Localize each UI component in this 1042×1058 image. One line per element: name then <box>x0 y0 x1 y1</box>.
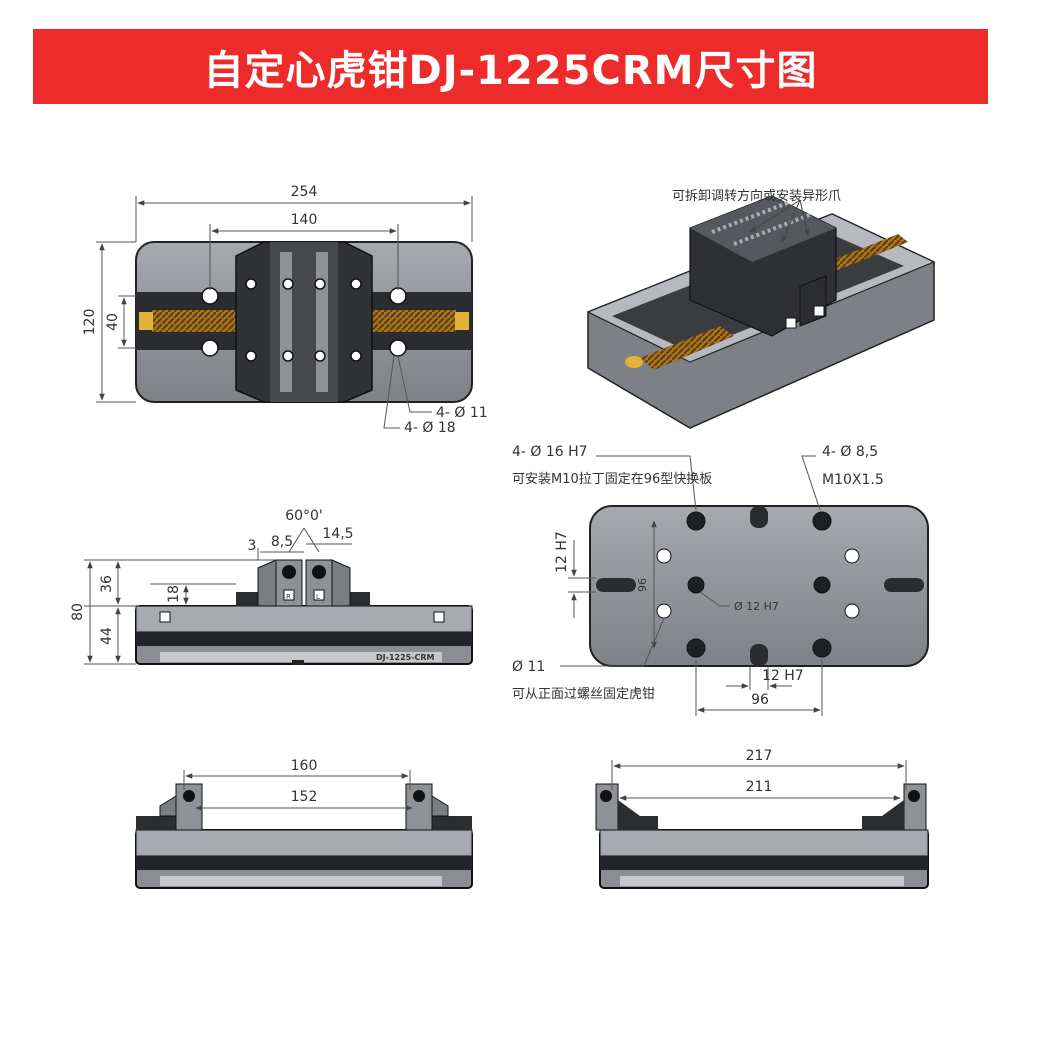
mount-hole <box>389 287 407 305</box>
dim-140: 140 <box>291 212 318 228</box>
jaw-screw <box>314 278 326 290</box>
side-model-plate: DJ-1225-CRM <box>376 653 435 662</box>
through-hole <box>844 603 860 619</box>
hole-18-label: 4- Ø 18 <box>404 420 456 436</box>
jaw-screw <box>314 350 326 362</box>
slot-height-label: 12 H7 <box>554 531 570 573</box>
hole-11-label: 4- Ø 11 <box>436 405 488 421</box>
iso-annotation: 可拆卸调转方向或安装异形爪 <box>672 188 841 204</box>
lead-screw-right <box>366 310 456 332</box>
center-hole <box>813 576 831 594</box>
through-hole <box>656 603 672 619</box>
dim-3: 3 <box>248 538 257 554</box>
jaw-mark-r: R <box>286 593 291 601</box>
page-title: 自定心虎钳DJ-1225CRM尺寸图 <box>203 47 818 94</box>
dim-8-5: 8,5 <box>271 534 293 550</box>
pin-hole <box>686 638 706 658</box>
iso-screw-end <box>625 356 643 368</box>
pin-hole <box>686 511 706 531</box>
jaw-screw <box>282 350 294 362</box>
isometric-view: 可拆卸调转方向或安装异形爪 <box>586 188 936 429</box>
jaw-screw <box>350 350 362 362</box>
mount-hole <box>201 287 219 305</box>
bottom-view: 4- Ø 16 H7 可安装M10拉丁固定在96型快换板 4- Ø 8,5 M1… <box>512 444 929 716</box>
center-hole <box>687 576 705 594</box>
screw-end-right <box>455 312 469 330</box>
center-hole-label: Ø 12 H7 <box>734 600 779 613</box>
pin-hole <box>812 638 832 658</box>
iso-screw-back <box>828 234 908 270</box>
dim-18: 18 <box>166 585 182 603</box>
iso-jaw-top <box>690 196 836 262</box>
thread-holes-label: 4- Ø 8,5 <box>822 444 878 460</box>
max-outer-label: 217 <box>746 748 773 764</box>
side-view: DJ-1225-CRM R L 80 36 44 18 60°0' 8,5 14… <box>70 508 473 665</box>
pin-holes-label: 4- Ø 16 H7 <box>512 444 588 460</box>
through-hole <box>844 548 860 564</box>
max-opening-view: 217 211 <box>595 748 929 889</box>
jaw-mark-l: L <box>316 593 320 601</box>
dim-80: 80 <box>70 603 86 621</box>
jaw-screw <box>245 278 257 290</box>
slot-width-label: 12 H7 <box>762 668 804 684</box>
through-hole-label: Ø 11 <box>512 659 545 675</box>
top-view: 254 140 120 40 4- Ø 11 4- Ø 18 <box>82 184 488 436</box>
min-outer-label: 160 <box>291 758 318 774</box>
dim-36: 36 <box>99 575 115 593</box>
mount-hole <box>389 339 407 357</box>
title-banner: 自定心虎钳DJ-1225CRM尺寸图 <box>33 29 988 104</box>
through-hole <box>656 548 672 564</box>
dim-angle: 60°0' <box>285 508 323 524</box>
dim-40: 40 <box>105 313 121 331</box>
iso-screw-front <box>640 326 734 370</box>
screw-end-left <box>139 312 153 330</box>
jaw-screw <box>245 350 257 362</box>
dim-254: 254 <box>291 184 318 200</box>
vertical-spacing-label: 96 <box>636 578 649 592</box>
through-hole-note: 可从正面过螺丝固定虎钳 <box>512 687 655 702</box>
dim-14-5: 14,5 <box>322 526 353 542</box>
jaw-serration-left <box>280 252 292 392</box>
mount-hole <box>201 339 219 357</box>
lead-screw-left <box>152 310 242 332</box>
jaw-serration-right <box>316 252 328 392</box>
min-inner-label: 152 <box>291 789 318 805</box>
dim-44: 44 <box>99 627 115 645</box>
pin-holes-note: 可安装M10拉丁固定在96型快换板 <box>512 472 712 487</box>
horizontal-spacing-label: 96 <box>751 692 769 708</box>
thread-size-label: M10X1.5 <box>822 472 884 488</box>
jaw-screw <box>350 278 362 290</box>
pin-hole <box>812 511 832 531</box>
max-inner-label: 211 <box>746 779 773 795</box>
dim-120: 120 <box>82 309 98 336</box>
min-opening-view: 160 152 <box>135 758 473 889</box>
jaw-screw <box>282 278 294 290</box>
